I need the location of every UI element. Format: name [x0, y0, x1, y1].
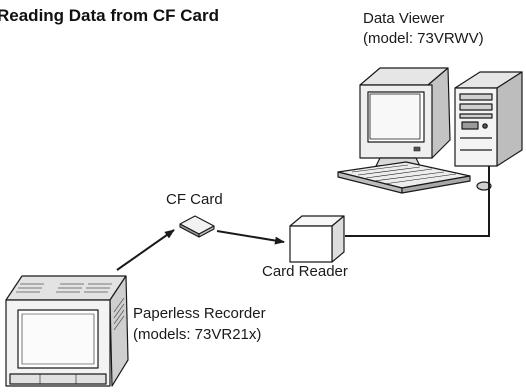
recorder-label: Paperless Recorder	[133, 305, 266, 322]
usb-cable	[345, 166, 490, 237]
data-viewer-label: Data Viewer	[363, 10, 445, 27]
cf-card-device	[179, 215, 215, 238]
pc-monitor	[359, 67, 451, 167]
recorder-top-vents	[16, 283, 112, 293]
pc-tower	[454, 71, 523, 167]
recorder-model-label: (models: 73VR21x)	[133, 326, 262, 343]
diagram-title: Reading Data from CF Card	[0, 6, 219, 25]
data-viewer-pc	[337, 67, 523, 194]
paperless-recorder-device	[5, 275, 129, 387]
pc-keyboard	[337, 161, 471, 194]
data-viewer-model-label: (model: 73VRWV)	[363, 30, 484, 47]
cf-card-label: CF Card	[166, 191, 223, 208]
arrow-recorder-to-card	[116, 229, 175, 271]
arrow-card-to-reader	[216, 230, 285, 245]
card-reader-label: Card Reader	[262, 263, 348, 280]
card-reader-device	[289, 215, 345, 263]
pc-mouse	[476, 181, 492, 191]
recorder-side-vents	[113, 297, 125, 331]
